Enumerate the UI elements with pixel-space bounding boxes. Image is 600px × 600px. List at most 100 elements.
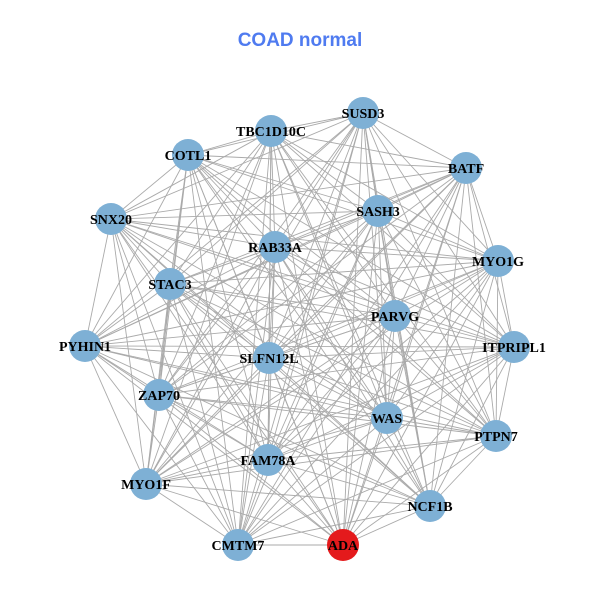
nodes: SUSD3TBC1D10CCOTL1BATFSNX20SASH3RAB33AMY… bbox=[59, 97, 546, 561]
edge-RAB33A-CMTM7 bbox=[237, 246, 276, 546]
edge-TBC1D10C-RAB33A bbox=[270, 130, 276, 248]
node-label: MYO1G bbox=[472, 255, 524, 270]
edge-COTL1-BATF bbox=[187, 154, 467, 169]
edge-SNX20-PARVG bbox=[110, 218, 396, 317]
node-label: PYHIN1 bbox=[59, 340, 111, 355]
edge-STAC3-SLFN12L bbox=[169, 283, 270, 359]
edge-SNX20-MYO1F bbox=[110, 218, 147, 485]
edge-BATF-MYO1G bbox=[465, 167, 499, 262]
edge-MYO1G-WAS bbox=[386, 260, 499, 419]
node-ZAP70[interactable] bbox=[143, 379, 175, 411]
node-BATF[interactable] bbox=[450, 152, 482, 184]
node-MYO1F[interactable] bbox=[130, 468, 162, 500]
edge-BATF-NCF1B bbox=[429, 167, 467, 507]
node-label: FAM78A bbox=[241, 454, 297, 469]
edge-MYO1G-ZAP70 bbox=[158, 260, 499, 396]
edge-PARVG-MYO1F bbox=[145, 315, 396, 485]
edge-SLFN12L-PTPN7 bbox=[268, 357, 497, 437]
node-label: NCF1B bbox=[407, 500, 452, 515]
node-SNX20[interactable] bbox=[95, 203, 127, 235]
edge-ITPRIPL1-SLFN12L bbox=[268, 346, 515, 359]
edge-WAS-FAM78A bbox=[267, 417, 388, 461]
edge-SNX20-PTPN7 bbox=[110, 218, 497, 437]
node-ITPRIPL1[interactable] bbox=[498, 331, 530, 363]
edge-PYHIN1-FAM78A bbox=[84, 345, 269, 461]
edge-MYO1F-CMTM7 bbox=[145, 483, 239, 546]
node-NCF1B[interactable] bbox=[414, 490, 446, 522]
edge-TBC1D10C-STAC3 bbox=[169, 130, 272, 285]
edge-COTL1-RAB33A bbox=[187, 154, 276, 248]
edge-BATF-CMTM7 bbox=[237, 167, 467, 546]
edge-COTL1-PTPN7 bbox=[187, 154, 497, 437]
edge-FAM78A-ADA bbox=[267, 459, 344, 546]
edge-RAB33A-ZAP70 bbox=[158, 246, 276, 396]
edge-STAC3-NCF1B bbox=[169, 283, 431, 507]
node-TBC1D10C[interactable] bbox=[255, 115, 287, 147]
node-label: SUSD3 bbox=[342, 107, 385, 122]
node-PYHIN1[interactable] bbox=[69, 330, 101, 362]
node-SLFN12L[interactable] bbox=[253, 342, 285, 374]
edge-SUSD3-PTPN7 bbox=[362, 112, 497, 437]
edge-BATF-PARVG bbox=[394, 167, 467, 317]
edge-COTL1-MYO1G bbox=[187, 154, 499, 262]
edge-SLFN12L-MYO1F bbox=[145, 357, 270, 485]
edge-STAC3-FAM78A bbox=[169, 283, 269, 461]
edge-COTL1-SNX20 bbox=[110, 154, 189, 220]
edge-PYHIN1-SLFN12L bbox=[84, 345, 270, 359]
edge-PYHIN1-WAS bbox=[84, 345, 388, 419]
edge-ITPRIPL1-CMTM7 bbox=[237, 346, 515, 546]
edge-RAB33A-ITPRIPL1 bbox=[274, 246, 515, 348]
node-COTL1[interactable] bbox=[172, 139, 204, 171]
edge-PARVG-PTPN7 bbox=[394, 315, 497, 437]
edge-SUSD3-PYHIN1 bbox=[84, 112, 364, 347]
edge-BATF-MYO1F bbox=[145, 167, 467, 485]
edge-SUSD3-MYO1G bbox=[362, 112, 499, 262]
edge-PYHIN1-CMTM7 bbox=[84, 345, 239, 546]
edge-SUSD3-MYO1F bbox=[145, 112, 364, 485]
node-label: SNX20 bbox=[90, 213, 132, 228]
edge-RAB33A-STAC3 bbox=[169, 246, 276, 285]
edge-NCF1B-CMTM7 bbox=[237, 505, 431, 546]
edge-ZAP70-PTPN7 bbox=[158, 394, 497, 437]
edge-SLFN12L-NCF1B bbox=[268, 357, 431, 507]
edge-STAC3-PARVG bbox=[169, 283, 396, 317]
node-SUSD3[interactable] bbox=[347, 97, 379, 129]
edge-STAC3-PYHIN1 bbox=[84, 283, 171, 347]
node-PARVG[interactable] bbox=[379, 300, 411, 332]
edge-PTPN7-ADA bbox=[342, 435, 497, 546]
node-CMTM7[interactable] bbox=[222, 529, 254, 561]
edge-SNX20-SASH3 bbox=[110, 210, 379, 220]
edge-PYHIN1-ADA bbox=[84, 345, 344, 546]
edge-RAB33A-NCF1B bbox=[274, 246, 431, 507]
chart-title: COAD normal bbox=[237, 30, 363, 51]
node-SASH3[interactable] bbox=[362, 195, 394, 227]
edge-SLFN12L-ADA bbox=[268, 357, 344, 546]
edge-RAB33A-ADA bbox=[274, 246, 344, 546]
edge-PYHIN1-MYO1F bbox=[84, 345, 147, 485]
node-STAC3[interactable] bbox=[154, 268, 186, 300]
edge-SUSD3-RAB33A bbox=[274, 112, 364, 248]
edge-BATF-ZAP70 bbox=[158, 167, 467, 396]
edge-WAS-CMTM7 bbox=[237, 417, 388, 546]
edge-PARVG-PYHIN1 bbox=[84, 315, 396, 347]
node-FAM78A[interactable] bbox=[252, 444, 284, 476]
edge-BATF-STAC3 bbox=[169, 167, 467, 285]
edge-RAB33A-PARVG bbox=[274, 246, 396, 317]
edge-STAC3-ITPRIPL1 bbox=[169, 283, 515, 348]
node-RAB33A[interactable] bbox=[259, 231, 291, 263]
node-WAS[interactable] bbox=[371, 402, 403, 434]
node-ADA[interactable] bbox=[327, 529, 359, 561]
edge-SLFN12L-ZAP70 bbox=[158, 357, 270, 396]
edge-ZAP70-FAM78A bbox=[158, 394, 269, 461]
edge-BATF-PTPN7 bbox=[465, 167, 497, 437]
node-PTPN7[interactable] bbox=[480, 420, 512, 452]
edge-SUSD3-ITPRIPL1 bbox=[362, 112, 515, 348]
edge-ITPRIPL1-ZAP70 bbox=[158, 346, 515, 396]
edges bbox=[84, 112, 515, 546]
edge-PARVG-FAM78A bbox=[267, 315, 396, 461]
edge-TBC1D10C-ZAP70 bbox=[158, 130, 272, 396]
node-MYO1G[interactable] bbox=[482, 245, 514, 277]
edge-BATF-SNX20 bbox=[110, 167, 467, 220]
edge-MYO1G-PYHIN1 bbox=[84, 260, 499, 347]
